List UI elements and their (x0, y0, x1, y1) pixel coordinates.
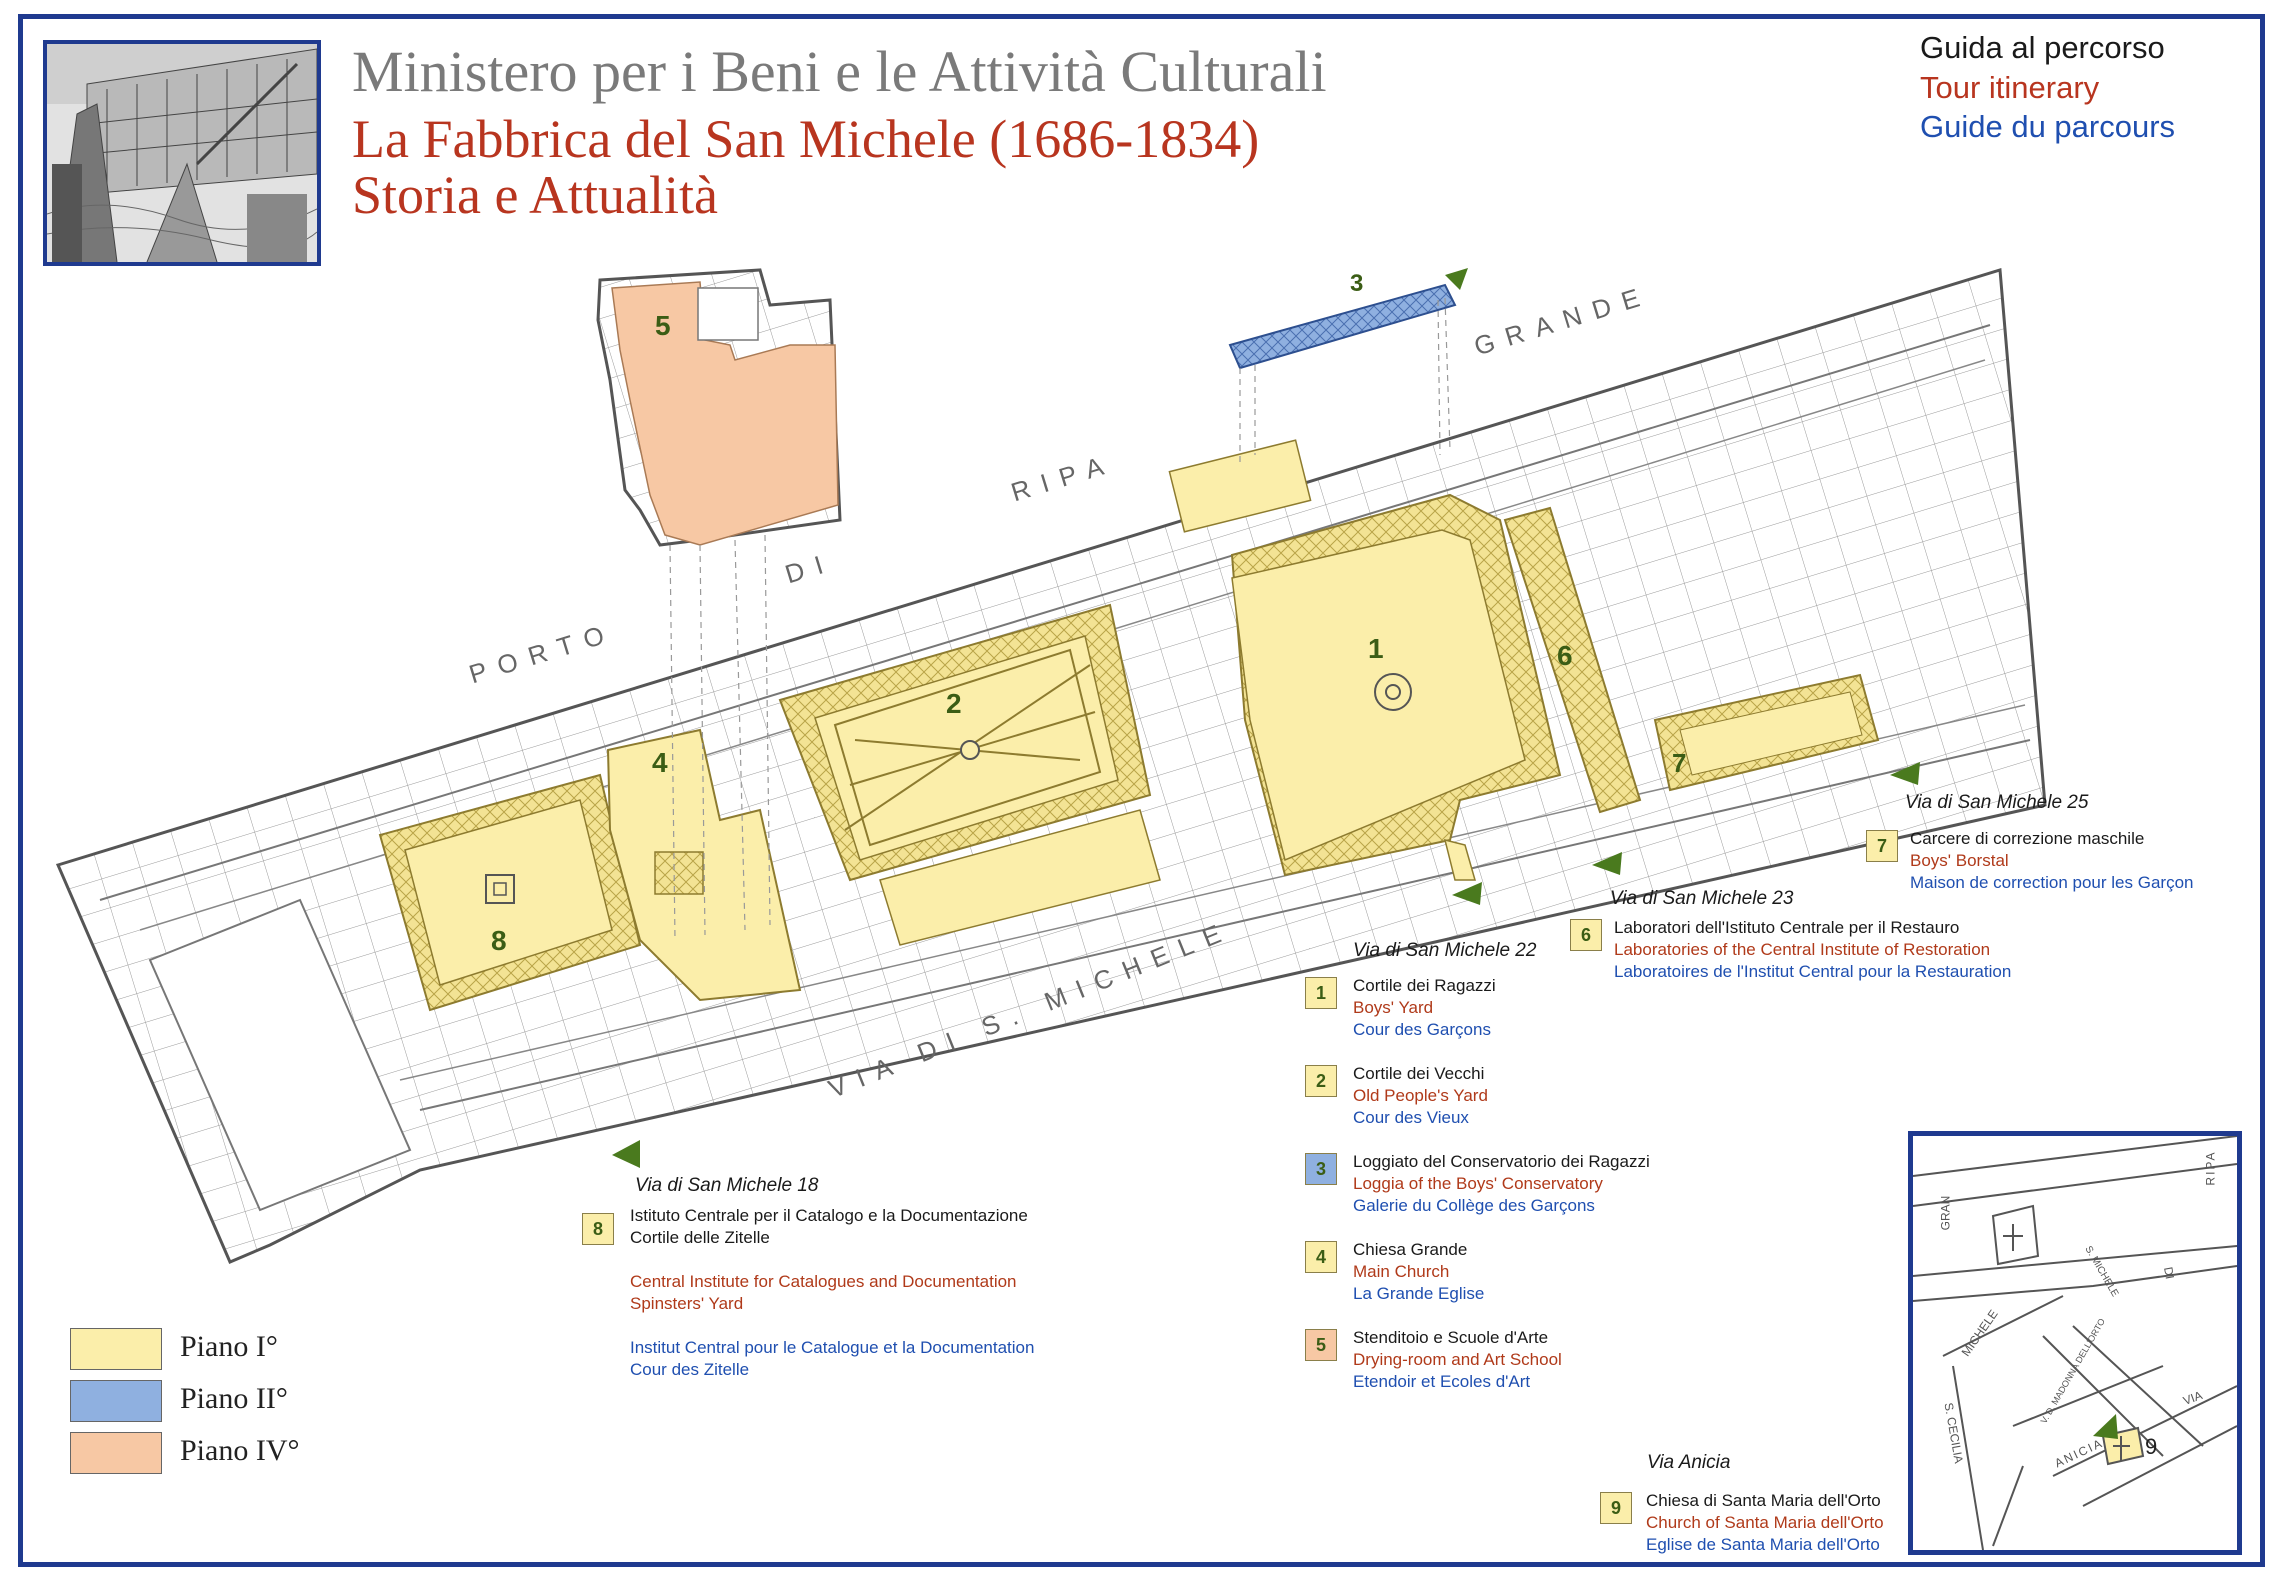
item-badge-7: 7 (1866, 830, 1898, 862)
ministry-heading: Ministero per i Beni e le Attività Cultu… (352, 39, 1327, 104)
page-subtitle: Storia e Attualità (352, 165, 718, 225)
item-number: 5 (1315, 1335, 1326, 1355)
item-it: Stenditoio e Scuole d'Arte (1353, 1328, 1549, 1347)
item-badge-8: 8 (582, 1213, 614, 1245)
item-it: Laboratori dell'Istituto Centrale per il… (1614, 918, 1960, 937)
item-fr: Galerie du Collège des Garçons (1353, 1196, 1595, 1215)
legend-label-piano-2: Piano II° (180, 1382, 288, 1415)
item-it: Carcere di correzione maschile (1910, 829, 2145, 848)
map-number-7: 7 (1672, 748, 1687, 778)
entrance-arrows (612, 268, 1920, 1168)
legend-swatch-piano-4 (70, 1432, 162, 1474)
item-en: Boys' Borstal (1910, 851, 2009, 870)
item-number: 9 (1610, 1498, 1621, 1518)
item-it: Istituto Centrale per il Catalogo e la D… (630, 1206, 1028, 1225)
item-badge-1: 1 (1305, 977, 1337, 1009)
legend-swatch-piano-2 (70, 1380, 162, 1422)
item-number: 3 (1315, 1159, 1326, 1179)
engraving-image (43, 40, 321, 266)
item-fr: Maison de correction pour les Garçon (1910, 873, 2194, 892)
legend-label-piano-1: Piano I° (180, 1330, 278, 1363)
map-number-2: 2 (946, 688, 962, 719)
item-it: Chiesa di Santa Maria dell'Orto (1646, 1491, 1881, 1510)
item-it: Cortile dei Ragazzi (1353, 976, 1496, 995)
page-title: La Fabbrica del San Michele (1686-1834) (352, 109, 1260, 169)
item-badge-5: 5 (1305, 1329, 1337, 1361)
inset-label-gran: GRAN (1938, 1195, 1953, 1231)
item-it: Cortile dei Vecchi (1353, 1064, 1485, 1083)
item-fr: Etendoir et Ecoles d'Art (1353, 1372, 1531, 1391)
item-number: 1 (1315, 983, 1326, 1003)
item-fr: La Grande Eglise (1353, 1284, 1485, 1303)
item-number: 6 (1580, 925, 1591, 945)
item-badge-4: 4 (1305, 1241, 1337, 1273)
building-5 (596, 268, 842, 547)
item-fr: Institut Central pour le Catalogue et la… (630, 1338, 1035, 1357)
map-number-1: 1 (1368, 633, 1384, 664)
item-badge-6: 6 (1570, 919, 1602, 951)
court-2 (778, 603, 1161, 946)
item-number: 8 (592, 1219, 603, 1239)
guide-fr: Guide du parcours (1920, 109, 2176, 144)
item-number: 7 (1876, 836, 1887, 856)
item-en: Old People's Yard (1353, 1086, 1488, 1105)
item-en: Main Church (1353, 1262, 1450, 1281)
guide-en: Tour itinerary (1920, 70, 2100, 105)
inset-map: RIPA GRAN DI MICHELE V. D. MADONNA DELL'… (1908, 1131, 2242, 1555)
item-en: Central Institute for Catalogues and Doc… (630, 1272, 1017, 1291)
wing-6 (1503, 506, 1642, 814)
item-number: 2 (1315, 1071, 1326, 1091)
item-en: Church of Santa Maria dell'Orto (1646, 1513, 1884, 1532)
entrance-22: Via di San Michele 22 (1353, 940, 1537, 961)
legend-label-piano-4: Piano IV° (180, 1434, 300, 1467)
entrance-23: Via di San Michele 23 (1610, 888, 1794, 909)
item-en: Boys' Yard (1353, 998, 1434, 1017)
entrance-25: Via di San Michele 25 (1905, 792, 2089, 813)
inset-label-ripa: RIPA (2203, 1150, 2218, 1186)
item-en: Laboratories of the Central Institute of… (1614, 940, 1991, 959)
item-it-2: Cortile delle Zitelle (630, 1228, 770, 1247)
item-it: Loggiato del Conservatorio dei Ragazzi (1353, 1152, 1650, 1171)
inset-label-di: DI (2161, 1265, 2177, 1281)
item-badge-9: 9 (1600, 1492, 1632, 1524)
item-badge-2: 2 (1305, 1065, 1337, 1097)
court-8 (378, 773, 642, 1012)
item-fr: Eglise de Santa Maria dell'Orto (1646, 1535, 1880, 1554)
entrance-anicia: Via Anicia (1647, 1452, 1731, 1473)
item-fr: Cour des Vieux (1353, 1108, 1469, 1127)
map-number-5: 5 (655, 310, 671, 341)
map-number-6: 6 (1557, 640, 1573, 671)
item-en: Loggia of the Boys' Conservatory (1353, 1174, 1603, 1193)
inset-number-9: 9 (2145, 1434, 2158, 1459)
map-number-8: 8 (491, 925, 507, 956)
loggia-3 (1228, 283, 1457, 370)
map-number-3: 3 (1350, 270, 1364, 297)
item-fr-2: Cour des Zitelle (630, 1360, 750, 1379)
item-fr: Cour des Garçons (1353, 1020, 1491, 1039)
item-badge-3: 3 (1305, 1153, 1337, 1185)
map-frame (18, 14, 2265, 1567)
court-1 (1168, 439, 1562, 881)
item-en: Drying-room and Art School (1353, 1350, 1562, 1369)
item-en-2: Spinsters' Yard (630, 1294, 744, 1313)
item-number: 4 (1315, 1247, 1326, 1267)
item-fr: Laboratoires de l'Institut Central pour … (1614, 962, 2012, 981)
wing-7 (1653, 673, 1880, 792)
guide-it: Guida al percorso (1920, 30, 2165, 65)
item-it: Chiesa Grande (1353, 1240, 1468, 1259)
map-number-4: 4 (652, 747, 668, 778)
legend-swatch-piano-1 (70, 1328, 162, 1370)
entrance-18: Via di San Michele 18 (635, 1175, 819, 1196)
